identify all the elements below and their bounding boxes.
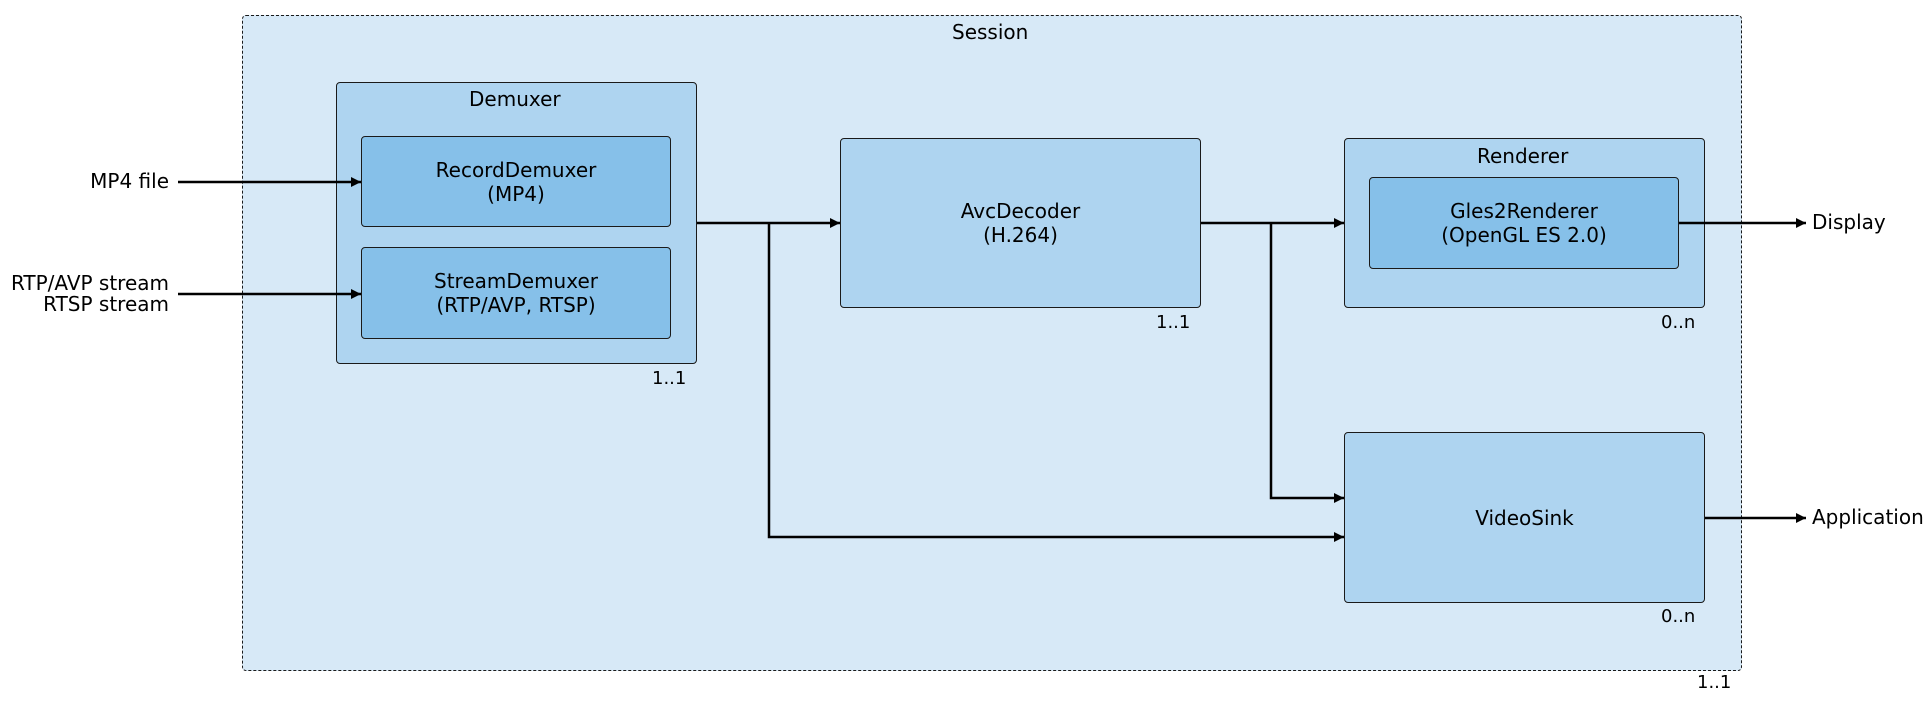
record-demuxer-detail: (MP4): [487, 181, 545, 206]
decoder-to-videosink-arrow: [1269, 223, 1344, 503]
avc-decoder-detail: (H.264): [983, 223, 1058, 247]
avc-decoder-name: AvcDecoder: [960, 199, 1081, 223]
videosink-name: VideoSink: [1475, 505, 1574, 530]
avc-decoder-multiplicity: 1..1: [1156, 312, 1191, 333]
demuxer-multiplicity: 1..1: [652, 368, 687, 389]
demuxer-title: Demuxer: [469, 87, 561, 111]
output-display-label: Display: [1812, 210, 1886, 234]
gles2-renderer-name: Gles2Renderer: [1450, 199, 1598, 223]
demuxer-to-videosink-arrow: [767, 223, 1344, 542]
renderer-title: Renderer: [1477, 144, 1569, 168]
output-application-label: Application: [1812, 505, 1924, 529]
stream-demuxer-name: StreamDemuxer: [434, 269, 598, 293]
avc-decoder-box: AvcDecoder (H.264): [840, 138, 1201, 308]
videosink-multiplicity: 0..n: [1661, 606, 1696, 627]
session-title: Session: [952, 20, 1029, 44]
stream-demuxer-box: StreamDemuxer (RTP/AVP, RTSP): [361, 247, 671, 339]
gles2-renderer-detail: (OpenGL ES 2.0): [1441, 223, 1607, 247]
input-mp4-label: MP4 file: [90, 169, 169, 193]
gles2-renderer-box: Gles2Renderer (OpenGL ES 2.0): [1369, 177, 1679, 269]
session-multiplicity: 1..1: [1697, 672, 1732, 693]
videosink-box: VideoSink: [1344, 432, 1705, 603]
stream-demuxer-detail: (RTP/AVP, RTSP): [436, 293, 596, 317]
input-rtp-label: RTP/AVP stream: [10, 271, 169, 295]
record-demuxer-box: RecordDemuxer (MP4): [361, 136, 671, 227]
record-demuxer-name: RecordDemuxer: [435, 157, 597, 182]
renderer-multiplicity: 0..n: [1661, 312, 1696, 333]
input-rtsp-label: RTSP stream: [43, 292, 169, 316]
